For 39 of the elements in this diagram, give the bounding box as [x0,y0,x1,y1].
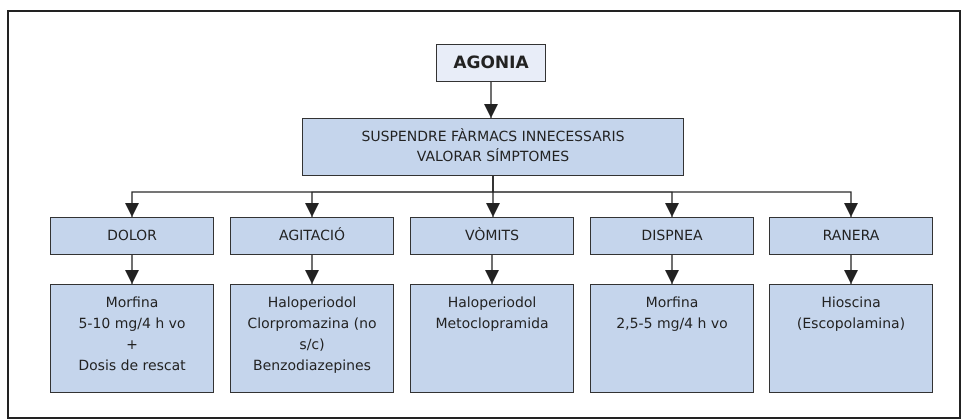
box-text: Metoclopramida [435,315,549,334]
treatment-box [410,284,574,393]
symptom-box [769,217,933,255]
box-text: Haloperiodol [268,294,356,313]
treatment-box [590,284,754,393]
arrow [492,176,858,217]
arrow [484,82,498,118]
box-text: Morfina [106,294,158,313]
symptom-box [50,217,214,255]
arrow [305,255,319,284]
arrow [665,255,679,284]
symptom-box [230,217,394,255]
arrow [125,255,139,284]
box-text: RANERA [822,227,880,246]
box-text: 5-10 mg/4 h vo [78,315,186,334]
box-text: DISPNEA [641,227,703,246]
box-text: Haloperiodol [448,294,536,313]
box-text: VALORAR SÍMPTOMES [416,147,570,167]
treatment-box [769,284,933,393]
box-text: Morfina [646,294,698,313]
symptom-box [590,217,754,255]
arrow [844,255,858,284]
box-text: AGONIA [453,53,529,73]
symptom-box [410,217,574,255]
box-text: DOLOR [107,227,157,246]
box-text: Hioscina (Escopolamina) [796,294,906,334]
box-text: VÒMITS [465,226,519,246]
box-text: Dosis de rescat [78,357,186,376]
box-text: Clorpromazina (no s/c) [246,315,378,355]
arrow [485,255,499,284]
box-text: Benzodiazepines [253,357,371,376]
treatment-box [50,284,214,393]
box-text: + [126,336,138,355]
treatment-box [230,284,394,393]
box-text: AGITACIÓ [278,226,346,246]
box-text: SUSPENDRE FÀRMACS INNECESSARIS [361,127,625,147]
process-box [302,118,684,176]
process-box [436,44,546,82]
box-text: 2,5-5 mg/4 h vo [616,315,728,334]
